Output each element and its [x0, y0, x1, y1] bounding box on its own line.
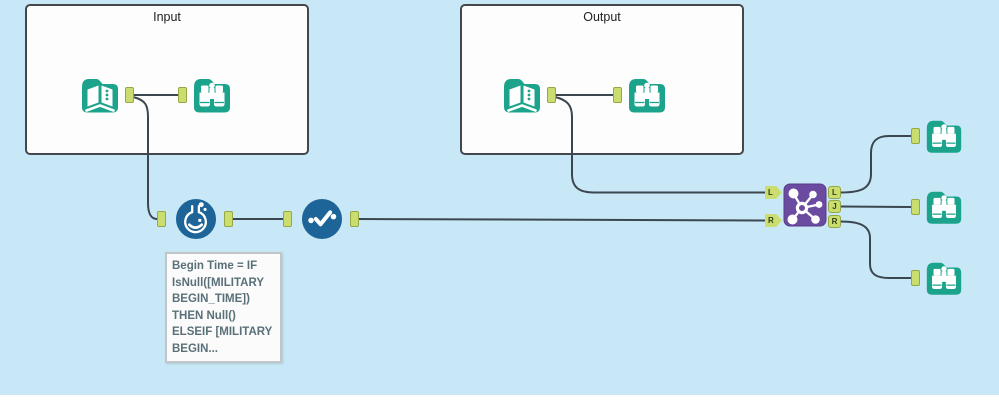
formula-annotation-box[interactable]: Begin Time = IF IsNull([MILITARY BEGIN_T…	[165, 252, 282, 363]
book-folder-icon	[82, 79, 118, 113]
browse-input-anchor[interactable]	[613, 87, 622, 103]
join-output-anchor-l[interactable]: L	[828, 186, 841, 199]
binoculars-icon	[629, 79, 665, 113]
molecule-icon	[783, 183, 827, 227]
annotation-line: BEGIN_TIME])	[172, 293, 250, 305]
select-input-anchor[interactable]	[283, 211, 292, 227]
join-output-anchor-j[interactable]: J	[828, 200, 841, 213]
join-input-anchor-r-label: R	[768, 215, 774, 225]
container-output[interactable]: Output	[460, 4, 744, 155]
canvas-bottom-edge	[0, 395, 999, 402]
binoculars-icon	[926, 262, 962, 295]
annotation-line: ELSEIF [MILITARY	[172, 326, 273, 338]
join-output-anchor-l-label: L	[832, 187, 837, 197]
connection-output-to-join-l[interactable]	[554, 96, 767, 194]
join-tool[interactable]	[783, 183, 827, 227]
join-input-anchor-l-label: L	[768, 187, 773, 197]
browse-tool-output-container[interactable]	[625, 73, 669, 117]
formula-output-anchor[interactable]	[224, 211, 233, 227]
container-output-label: Output	[583, 10, 621, 24]
select-output-anchor[interactable]	[350, 211, 359, 227]
connection-input-to-formula[interactable]	[132, 96, 158, 220]
browse-bottom-input-anchor[interactable]	[911, 270, 920, 286]
input-data-output-anchor[interactable]	[125, 87, 134, 103]
browse-tool-middle[interactable]	[923, 186, 965, 228]
browse-tool-input-container[interactable]	[190, 73, 234, 117]
annotation-line: Begin Time = IF	[172, 260, 258, 272]
browse-top-input-anchor[interactable]	[911, 128, 920, 144]
container-input-label: Input	[153, 10, 181, 24]
connection-select-to-join-r[interactable]	[358, 218, 767, 222]
output-data-output-anchor[interactable]	[547, 87, 556, 103]
binoculars-icon	[926, 120, 962, 153]
join-input-anchor-l[interactable]: L	[765, 186, 782, 199]
join-input-anchor-r[interactable]: R	[765, 214, 782, 227]
annotation-line: IsNull([MILITARY	[172, 276, 264, 289]
input-data-tool[interactable]	[78, 73, 122, 117]
book-folder-icon	[504, 79, 540, 113]
flask-icon	[175, 198, 217, 240]
browse-middle-input-anchor[interactable]	[911, 199, 920, 215]
formula-tool[interactable]	[175, 198, 217, 240]
browse-tool-top[interactable]	[923, 115, 965, 157]
select-tool[interactable]	[301, 198, 343, 240]
binoculars-icon	[926, 191, 962, 224]
annotation-line: BEGIN...	[172, 342, 219, 355]
join-output-anchor-r-label: R	[831, 216, 838, 226]
output-data-tool[interactable]	[500, 73, 544, 117]
formula-input-anchor[interactable]	[157, 211, 166, 227]
browse-tool-bottom[interactable]	[923, 257, 965, 299]
connection-join-j-to-browse-middle[interactable]	[840, 205, 912, 208]
join-output-anchor-r[interactable]: R	[828, 215, 841, 228]
browse-input-anchor[interactable]	[178, 87, 187, 103]
annotation-line: THEN Null()	[172, 309, 236, 322]
checkmark-icon	[301, 198, 343, 240]
connection-join-r-to-browse-bottom[interactable]	[840, 220, 912, 279]
join-output-anchor-j-label: J	[832, 201, 837, 211]
container-input[interactable]: Input	[25, 4, 309, 155]
binoculars-icon	[194, 79, 230, 113]
connection-join-l-to-browse-top[interactable]	[840, 135, 912, 194]
